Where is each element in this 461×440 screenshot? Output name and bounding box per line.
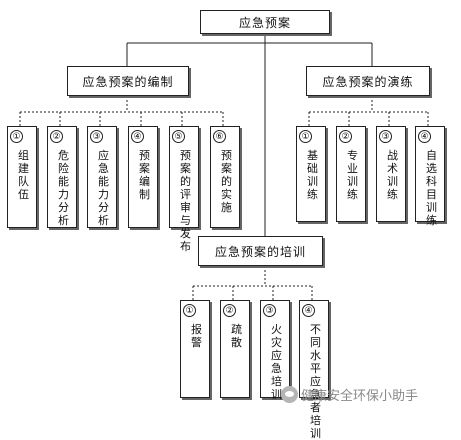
item-label: 预案编制 bbox=[139, 149, 150, 201]
item-label: 火灾应急培训 bbox=[271, 323, 282, 401]
item-label: 专业训练 bbox=[347, 149, 358, 201]
train-item-2: ② 疏散 bbox=[220, 300, 250, 398]
item-number: ① bbox=[299, 130, 312, 143]
watermark-text: 健康安全环保小助手 bbox=[301, 389, 419, 404]
item-label: 基础训练 bbox=[307, 149, 318, 201]
item-number: ③ bbox=[90, 130, 103, 143]
wechat-logo-icon bbox=[281, 386, 298, 403]
compile-item-5: ⑤ 预案的评审与发布 bbox=[169, 126, 199, 253]
item-label: 预案的实施 bbox=[221, 149, 232, 214]
compile-item-4: ④ 预案编制 bbox=[128, 126, 158, 228]
train-item-1: ① 报警 bbox=[180, 300, 210, 398]
drill-item-1: ① 基础训练 bbox=[296, 126, 326, 222]
item-number: ② bbox=[50, 130, 63, 143]
compile-item-1: ① 组建队伍 bbox=[7, 126, 37, 228]
item-label: 不同水平应急者培训 bbox=[310, 323, 321, 440]
item-number: ① bbox=[183, 304, 196, 317]
train-group-label: 应急预案的培训 bbox=[214, 244, 306, 259]
watermark: 健康安全环保小助手 bbox=[281, 385, 418, 404]
train-item-4: ④ 不同水平应急者培训 bbox=[299, 300, 329, 440]
drill-item-3: ③ 战术训练 bbox=[376, 126, 406, 222]
item-label: 报警 bbox=[191, 323, 202, 349]
root-label: 应急预案 bbox=[238, 15, 291, 30]
compile-item-3: ③ 应急能力分析 bbox=[87, 126, 117, 228]
drill-item-2: ② 专业训练 bbox=[336, 126, 366, 222]
drill-group-label: 应急预案的演练 bbox=[322, 74, 414, 89]
item-number: ⑤ bbox=[172, 130, 185, 143]
compile-item-2: ② 危险能力分析 bbox=[47, 126, 77, 228]
item-label: 预案的评审与发布 bbox=[180, 149, 191, 253]
item-label: 战术训练 bbox=[387, 149, 398, 201]
root-node: 应急预案 bbox=[200, 10, 330, 34]
item-number: ④ bbox=[418, 130, 431, 143]
item-number: ④ bbox=[302, 304, 315, 317]
item-number: ② bbox=[223, 304, 236, 317]
item-number: ① bbox=[10, 130, 23, 143]
item-number: ③ bbox=[379, 130, 392, 143]
drill-group-node: 应急预案的演练 bbox=[306, 66, 430, 96]
item-label: 应急能力分析 bbox=[98, 149, 109, 227]
item-label: 组建队伍 bbox=[18, 149, 29, 201]
item-number: ⑥ bbox=[213, 130, 226, 143]
item-number: ③ bbox=[263, 304, 276, 317]
item-label: 疏散 bbox=[231, 323, 242, 349]
item-label: 危险能力分析 bbox=[58, 149, 69, 227]
item-number: ④ bbox=[131, 130, 144, 143]
compile-group-label: 应急预案的编制 bbox=[82, 74, 174, 89]
train-item-3: ③ 火灾应急培训 bbox=[260, 300, 290, 401]
item-label: 自选科目训练 bbox=[426, 149, 437, 227]
drill-item-4: ④ 自选科目训练 bbox=[415, 126, 445, 227]
train-group-node: 应急预案的培训 bbox=[198, 236, 323, 266]
item-number: ② bbox=[339, 130, 352, 143]
connector-lines bbox=[19, 34, 429, 300]
compile-group-node: 应急预案的编制 bbox=[67, 66, 189, 96]
compile-item-6: ⑥ 预案的实施 bbox=[210, 126, 240, 228]
